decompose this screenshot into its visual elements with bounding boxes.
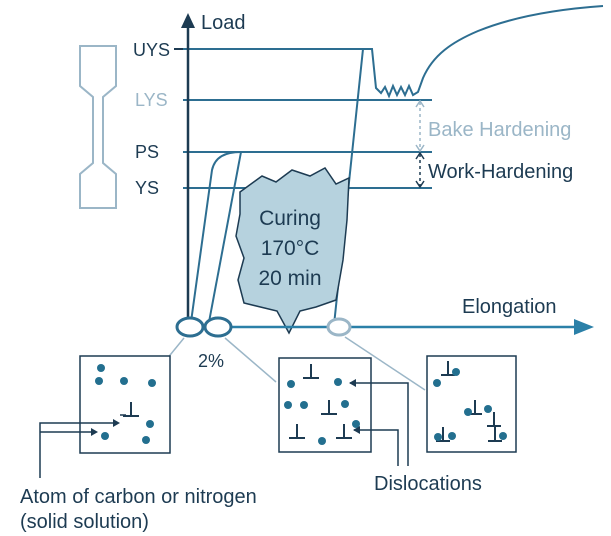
bake-hardening-label: Bake Hardening <box>428 119 571 141</box>
pointer-prestrained <box>224 337 277 383</box>
stress-strain-curve <box>333 5 604 326</box>
atom-leader-lines <box>39 414 126 478</box>
state-marker-initial <box>175 316 205 338</box>
atom-dot-icon <box>433 368 507 441</box>
curing-cloud <box>235 167 350 335</box>
dislocation-leader-lines <box>350 382 409 466</box>
atom-dot-icon <box>95 364 156 444</box>
unload-line <box>208 151 242 323</box>
dislocation-symbol-icon <box>289 364 352 439</box>
curing-line2: 170°C <box>261 237 320 260</box>
uys-label: UYS <box>133 40 170 60</box>
curing-line3: 20 min <box>258 267 321 290</box>
state-marker-prestrained <box>203 316 233 338</box>
work-hardening-label: Work-Hardening <box>428 161 573 183</box>
ys-label: YS <box>135 178 159 198</box>
atom-dot-icon <box>284 378 360 445</box>
microstructure-box-solid-solution <box>79 355 171 454</box>
atom-caption-line1: Atom of carbon or nitrogen <box>20 486 257 508</box>
x-axis-label: Elongation <box>462 296 557 318</box>
dislocations-caption: Dislocations <box>374 473 482 495</box>
lys-label: LYS <box>135 90 168 110</box>
tensile-specimen-icon <box>79 45 117 209</box>
x-axis-arrowhead <box>574 319 594 335</box>
y-axis-arrowhead <box>181 13 195 28</box>
pointer-aged <box>344 336 426 391</box>
microstructure-box-dislocations <box>278 357 372 453</box>
dislocation-symbol-icon <box>123 402 139 417</box>
curing-line1: Curing <box>259 207 321 230</box>
strain-label: 2% <box>198 351 224 371</box>
atom-caption-line2: (solid solution) <box>20 511 149 533</box>
prestrain-curve <box>190 151 242 323</box>
y-axis-label: Load <box>201 12 246 34</box>
state-marker-aged <box>326 317 352 337</box>
ps-label: PS <box>135 142 159 162</box>
